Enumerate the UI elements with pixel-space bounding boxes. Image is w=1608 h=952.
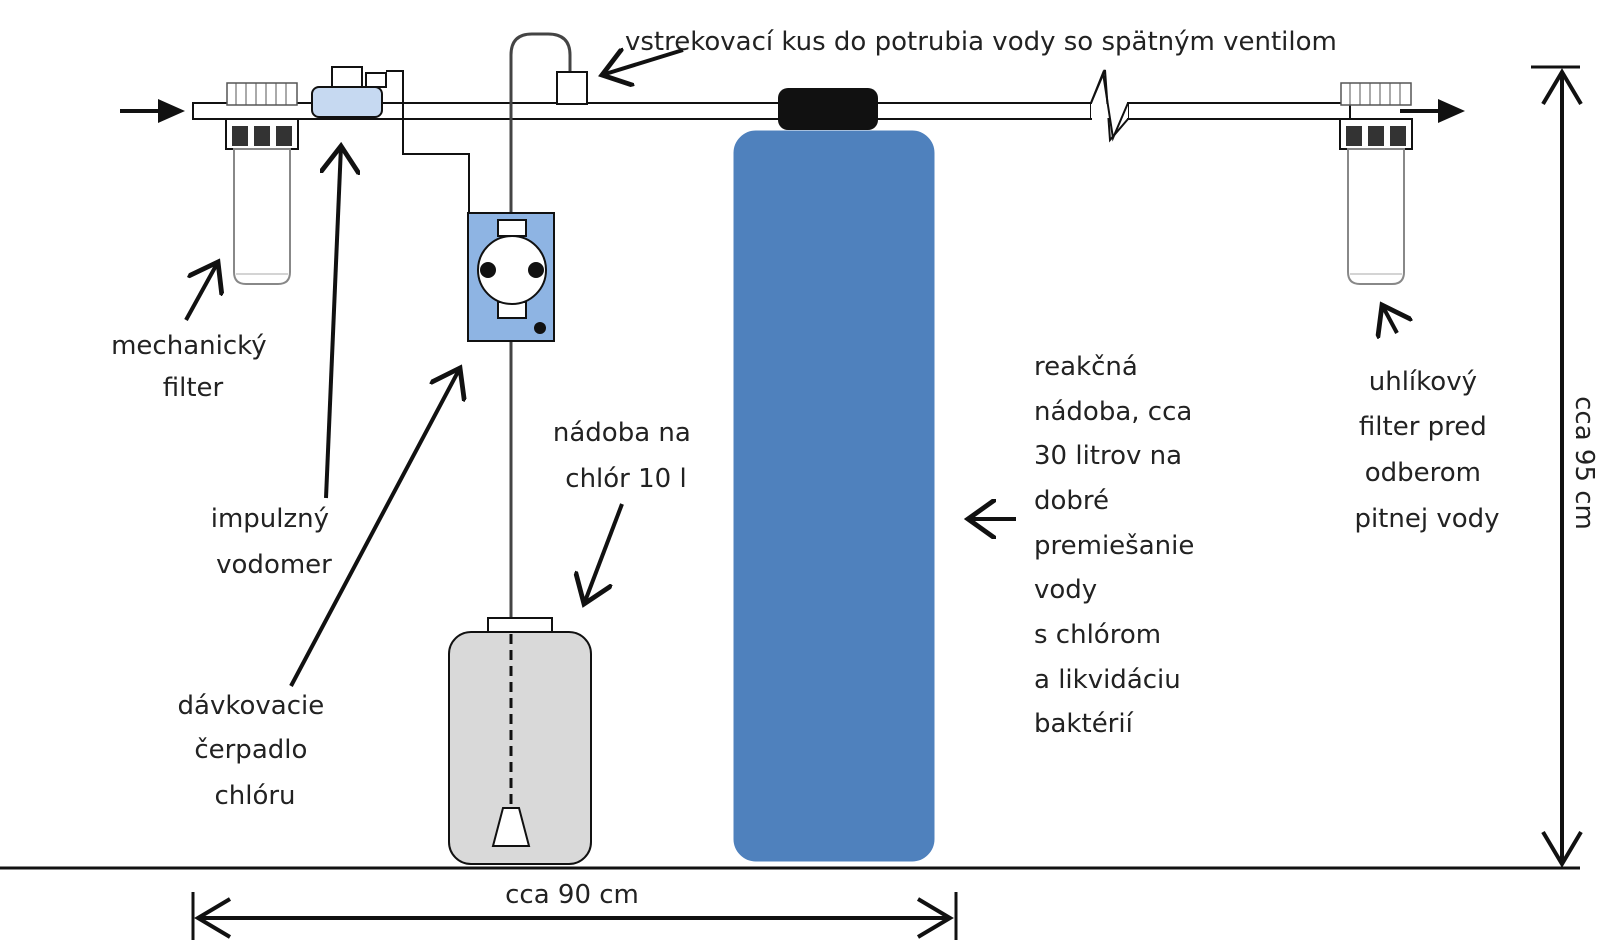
arrow-to-dosing-pump (289, 368, 460, 687)
injector (556, 71, 588, 105)
chlorine-hose (509, 32, 572, 618)
carbon-filter-label: uhlíkový filter pred odberom pitnej vody (1354, 367, 1499, 534)
height-dimension-arrow (1531, 65, 1583, 868)
reaction-vessel (733, 88, 935, 862)
mechanical-filter-label: mechanický filter (111, 331, 275, 403)
chlorine-tank (448, 617, 592, 865)
dosing-pump-label: dávkovacie čerpadlo chlóru (178, 691, 333, 811)
arrow-to-chlorine-tank (584, 503, 624, 604)
injector-label: vstrekovací kus do potrubia vody so spät… (625, 27, 1337, 57)
width-dimension-arrow (191, 892, 958, 940)
reaction-vessel-label: reakčná nádoba, cca 30 litrov na dobré p… (1034, 352, 1203, 739)
water-meter-label: impulzný vodomer (211, 504, 338, 580)
arrow-to-injector (602, 50, 684, 75)
mechanical-filter (225, 82, 299, 285)
arrow-to-mechanical-filter (184, 262, 218, 321)
height-dimension-label: cca 95 cm (1569, 396, 1599, 530)
chlorine-tank-label: nádoba na chlór 10 l (553, 418, 699, 494)
water-meter (311, 66, 470, 213)
carbon-filter (1339, 82, 1413, 285)
dosing-pump (467, 212, 555, 342)
width-dimension-label: cca 90 cm (505, 880, 639, 910)
arrow-to-water-meter (326, 146, 341, 499)
arrow-to-carbon-filter (1382, 305, 1397, 333)
meter-signal-cable (386, 70, 470, 213)
inlet-arrow (120, 99, 185, 123)
outlet-arrow (1400, 99, 1465, 123)
